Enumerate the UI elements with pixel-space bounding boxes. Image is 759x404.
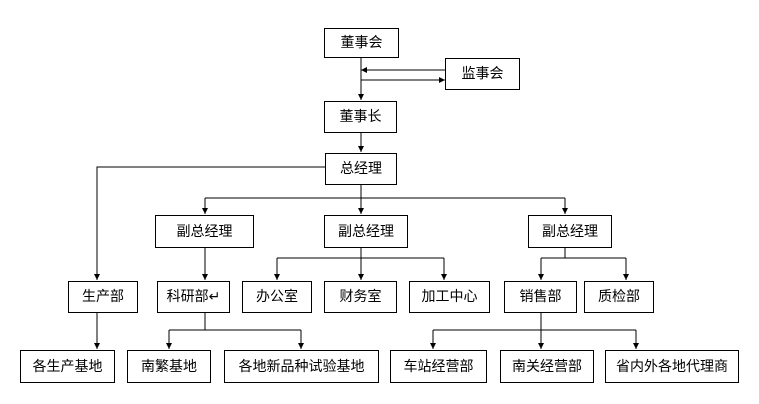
connector-gm-production (94, 166, 325, 280)
office-box: 办公室 (242, 281, 312, 313)
nanguan-sales-box: 南关经营部 (500, 350, 594, 383)
supervisory-board-box: 监事会 (445, 58, 520, 90)
rnd-dept-box: 科研部↵ (157, 281, 230, 313)
processing-center-box: 加工中心 (409, 281, 490, 313)
deputy-gm-right-box: 副总经理 (528, 215, 612, 248)
production-bases-box: 各生产基地 (20, 350, 115, 383)
nanfan-base-box: 南繁基地 (127, 350, 211, 383)
general-manager-box: 总经理 (325, 153, 397, 185)
trial-bases-box: 各地新品种试验基地 (224, 350, 379, 383)
station-sales-box: 车站经营部 (390, 350, 487, 383)
provincial-agents-box: 省内外各地代理商 (605, 350, 739, 383)
board-box: 董事会 (324, 28, 399, 58)
sales-dept-box: 销售部 (504, 281, 577, 313)
chairman-box: 董事长 (324, 101, 397, 133)
deputy-gm-left-box: 副总经理 (155, 215, 254, 248)
production-dept-box: 生产部 (68, 281, 138, 313)
finance-office-box: 财务室 (324, 281, 397, 313)
deputy-gm-middle-box: 副总经理 (324, 215, 408, 248)
quality-dept-box: 质检部 (584, 281, 654, 313)
